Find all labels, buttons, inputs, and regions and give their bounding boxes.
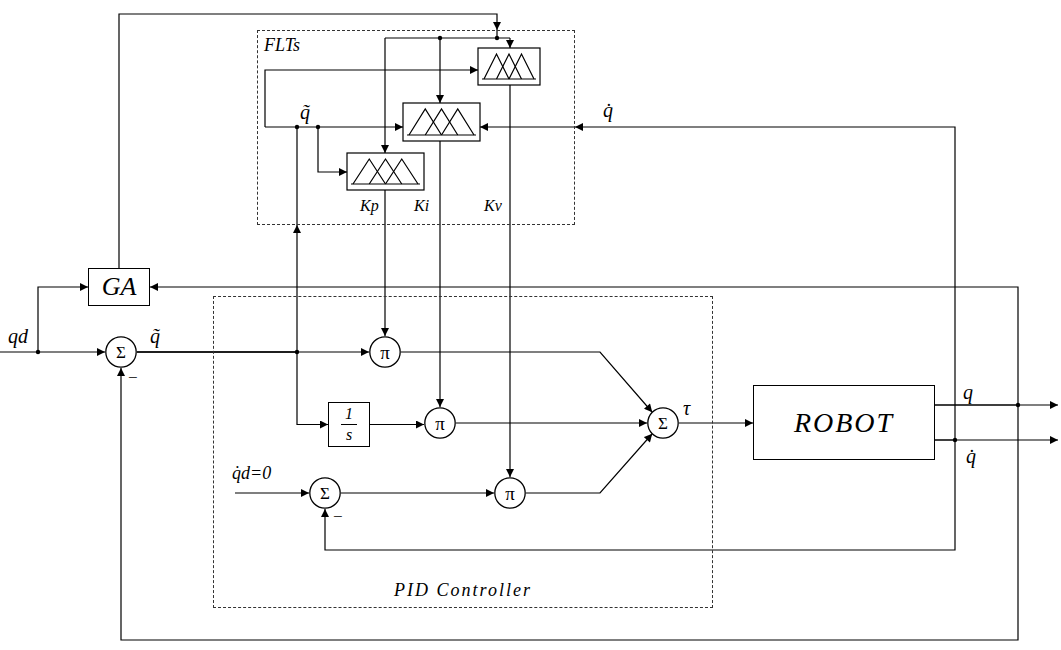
fuzzy-group: FLTs — [257, 30, 575, 225]
circle-shape — [310, 478, 340, 508]
membership-triangle — [497, 54, 522, 79]
sign-label: − — [128, 369, 138, 386]
sum-junction: Σ — [105, 336, 137, 368]
fuzzy-block — [347, 153, 424, 190]
signal-label: Ki — [414, 198, 429, 214]
junction-dot — [495, 36, 499, 40]
signal-connector — [137, 352, 328, 425]
membership-triangle — [442, 109, 475, 135]
membership-triangle — [386, 159, 419, 184]
multiplier: π — [494, 477, 526, 509]
membership-axis — [482, 78, 536, 79]
tuning-wire — [509, 38, 510, 48]
membership-axis — [407, 134, 476, 135]
circle-shape — [370, 337, 400, 367]
fuzzy-blocks — [347, 48, 540, 190]
layout-wires — [0, 30, 1058, 493]
signal-connector — [526, 434, 652, 493]
signal-label: τ — [683, 398, 690, 418]
junction-dots — [36, 36, 1020, 442]
membership-triangle — [369, 159, 402, 184]
node-label: Σ — [658, 415, 668, 432]
tuning-wire — [384, 38, 385, 153]
controller-group: PID Controllerπ1sπΣΣπ — [213, 296, 713, 608]
membership-triangle — [425, 109, 458, 135]
input-wire — [38, 287, 88, 352]
signal-connector — [401, 352, 652, 412]
signal-label: q — [963, 382, 973, 402]
error-wire — [318, 127, 347, 172]
connectors — [119, 14, 1018, 640]
output-wire — [955, 439, 1058, 440]
junction-dot — [316, 125, 320, 129]
signal-connector — [456, 422, 647, 423]
signal-connector — [384, 225, 385, 336]
signal-connector — [509, 225, 510, 477]
robot-box: ROBOT — [753, 385, 935, 460]
node-label: 1 — [341, 406, 357, 425]
input-wire — [0, 351, 105, 352]
membership-axis — [351, 183, 420, 184]
membership-triangle — [353, 159, 386, 184]
signal-label: q̇d=0 — [232, 464, 271, 482]
signal-connector — [341, 492, 494, 493]
tuning-bus — [385, 30, 510, 38]
junction-dot — [36, 350, 40, 354]
signal-label: q̃ — [150, 326, 160, 346]
integrator-box: 1s — [328, 402, 370, 447]
node-label: Σ — [320, 485, 330, 502]
node-label: GA — [102, 274, 137, 300]
velocity-wire — [480, 126, 575, 127]
node-label: Σ — [116, 344, 126, 361]
error-bus — [265, 127, 297, 225]
reference-wire — [235, 492, 309, 493]
signal-label: q̃ — [300, 102, 310, 122]
circle-shape — [106, 337, 136, 367]
node-label: s — [342, 425, 356, 443]
node-label: π — [435, 414, 445, 433]
signal-label: Kv — [484, 198, 502, 214]
multiplier: π — [424, 407, 456, 439]
signal-connector — [121, 368, 1018, 640]
group-title: FLTs — [264, 36, 300, 54]
circle-shape — [495, 478, 525, 508]
signal-label: q̇ — [966, 446, 976, 466]
membership-triangle — [509, 54, 534, 79]
output-wire — [1018, 404, 1058, 405]
circle-shape — [425, 408, 455, 438]
sum-junction: Σ — [309, 477, 341, 509]
sign-label: − — [333, 508, 343, 525]
signal-connector — [370, 424, 424, 425]
signal-label: qd — [8, 326, 28, 346]
signal-connector — [137, 225, 297, 352]
signal-label: q̇ — [603, 100, 613, 120]
junction-dot — [295, 125, 299, 129]
multiplier: π — [369, 336, 401, 368]
group-title: PID Controller — [214, 581, 712, 599]
node-label: π — [380, 343, 390, 362]
signal-connector — [679, 422, 753, 423]
node-label: ROBOT — [794, 409, 894, 437]
junction-dot — [438, 36, 442, 40]
node-label: π — [505, 484, 515, 503]
membership-triangle — [409, 109, 442, 135]
error-wire — [297, 126, 403, 127]
signal-connector — [439, 225, 440, 407]
circle-shape — [648, 408, 678, 438]
ga-box: GA — [88, 268, 150, 306]
fuzzy-block — [478, 48, 540, 85]
membership-triangle — [484, 54, 509, 79]
fuzzy-block — [403, 103, 480, 141]
signal-label: Kp — [360, 198, 379, 214]
sum-junction: Σ — [647, 407, 679, 439]
